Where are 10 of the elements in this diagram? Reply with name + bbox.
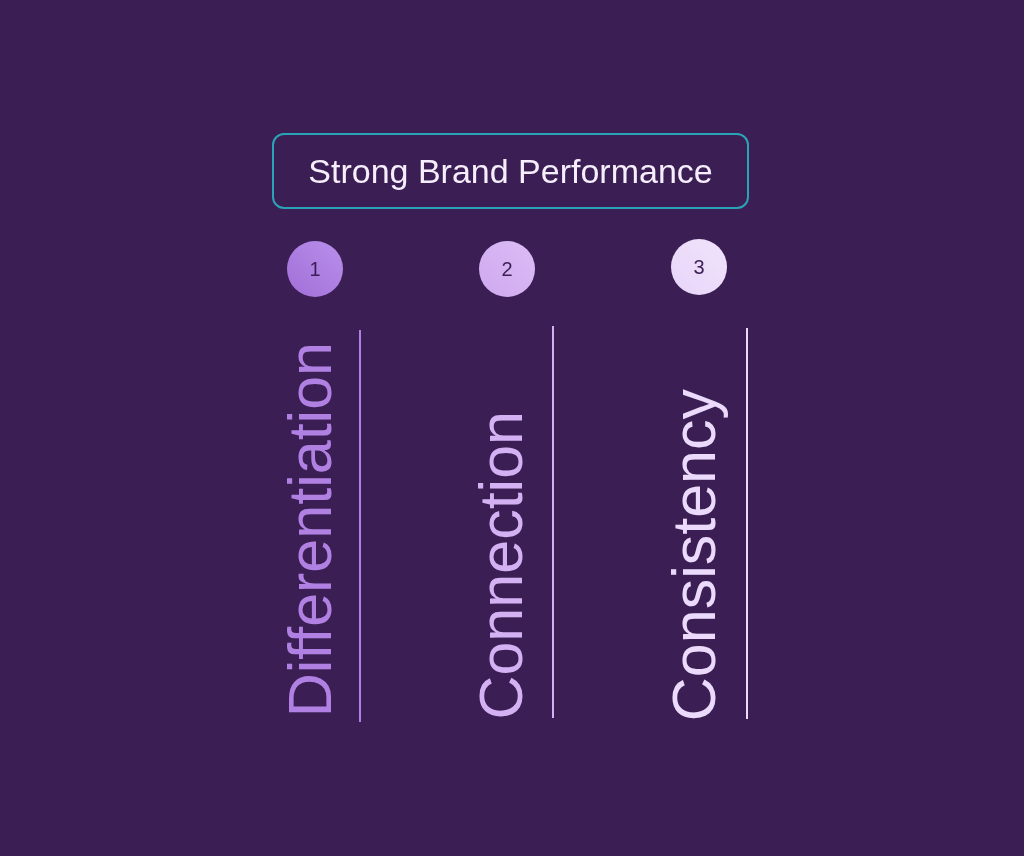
step-number: 3 — [693, 257, 705, 277]
title-text: Strong Brand Performance — [308, 150, 713, 192]
vertical-label: Connection — [471, 411, 532, 720]
vertical-label: Differentiation — [280, 341, 341, 717]
number-circle — [479, 241, 535, 297]
number-circle — [287, 241, 343, 297]
step-number: 2 — [501, 259, 513, 279]
title-box — [272, 133, 749, 209]
number-circle — [671, 239, 727, 295]
step-number: 1 — [309, 259, 321, 279]
